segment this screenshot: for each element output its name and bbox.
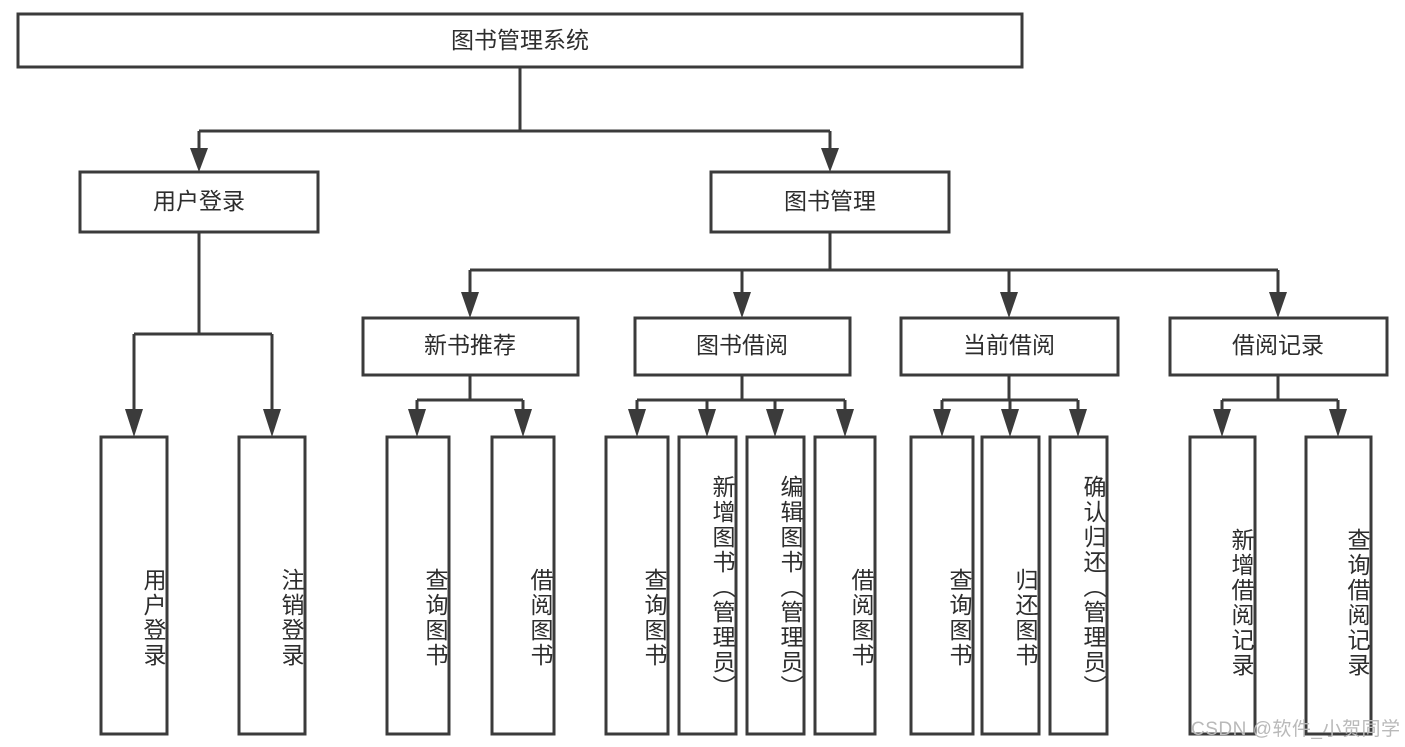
node-new-book-recommend[interactable]: 新书推荐 [361, 316, 580, 377]
node-borrow-record-box[interactable] [1168, 316, 1389, 377]
leaf-box-borrow-record-2[interactable] [1304, 435, 1373, 736]
leaf-box-book-borrow-4[interactable] [813, 435, 877, 736]
leaf-box-current-borrow-1[interactable] [909, 435, 975, 736]
leaf-box-user-login-2[interactable] [237, 435, 307, 736]
node-book-manage-box[interactable] [709, 170, 951, 234]
arrow-head-to-new-book [461, 292, 479, 318]
connector-group-book-borrow [628, 375, 854, 437]
leaf-box-user-login-1[interactable] [99, 435, 169, 736]
connector-group-current-borrow [933, 375, 1087, 437]
node-new-book-recommend-label: 新书推荐 [424, 332, 516, 358]
arrow-head-new-book-leaf-1 [408, 409, 426, 437]
node-root-box[interactable] [16, 12, 1024, 69]
node-book-manage[interactable]: 图书管理 [709, 170, 951, 234]
arrow-head-user-login-leaf-2 [263, 409, 281, 437]
node-book-borrow[interactable]: 图书借阅 [633, 316, 852, 377]
leaf-box-new-book-1[interactable] [385, 435, 451, 736]
arrow-head-to-book-manage [821, 148, 839, 172]
arrow-head-to-borrow-record [1269, 292, 1287, 318]
leaf-box-current-borrow-2[interactable] [980, 435, 1041, 736]
arrow-head-borrow-record-leaf-2 [1329, 409, 1347, 437]
arrow-head-to-book-borrow [733, 292, 751, 318]
node-root-label: 图书管理系统 [451, 27, 589, 53]
arrow-head-new-book-leaf-2 [514, 409, 532, 437]
leaf-box-borrow-record-1[interactable] [1188, 435, 1257, 736]
arrow-head-current-borrow-leaf-2 [1001, 409, 1019, 437]
node-current-borrow-box[interactable] [899, 316, 1120, 377]
leaf-box-book-borrow-2[interactable] [677, 435, 738, 736]
csdn-watermark: CSDN @软件_小贺同学 [1191, 719, 1401, 740]
arrow-head-book-borrow-leaf-4 [836, 409, 854, 437]
arrow-head-to-current-borrow [1000, 292, 1018, 318]
leaf-box-current-borrow-3[interactable] [1048, 435, 1109, 736]
connector-group-borrow-record [1213, 375, 1347, 437]
arrow-head-book-borrow-leaf-2 [698, 409, 716, 437]
arrow-head-current-borrow-leaf-1 [933, 409, 951, 437]
node-book-manage-label: 图书管理 [784, 188, 876, 214]
node-current-borrow-label: 当前借阅 [963, 332, 1055, 358]
connector-group-root [190, 67, 839, 172]
arrow-head-borrow-record-leaf-1 [1213, 409, 1231, 437]
node-user-login-label: 用户登录 [153, 188, 245, 214]
node-new-book-recommend-box[interactable] [361, 316, 580, 377]
node-borrow-record-label: 借阅记录 [1232, 332, 1324, 358]
connector-group-new-book [408, 375, 532, 437]
connector-group-book-manage [461, 232, 1287, 318]
connector-group-user-login [125, 232, 281, 437]
node-user-login[interactable]: 用户登录 [78, 170, 320, 234]
node-book-borrow-label: 图书借阅 [696, 332, 788, 358]
arrow-head-to-user-login [190, 148, 208, 172]
arrow-head-current-borrow-leaf-3 [1069, 409, 1087, 437]
leaf-box-new-book-2[interactable] [490, 435, 556, 736]
node-borrow-record[interactable]: 借阅记录 [1168, 316, 1389, 377]
arrow-head-book-borrow-leaf-1 [628, 409, 646, 437]
arrow-head-user-login-leaf-1 [125, 409, 143, 437]
leaf-box-book-borrow-3[interactable] [745, 435, 806, 736]
node-user-login-box[interactable] [78, 170, 320, 234]
leaf-box-book-borrow-1[interactable] [604, 435, 670, 736]
arrow-head-book-borrow-leaf-3 [766, 409, 784, 437]
node-root[interactable]: 图书管理系统 [16, 12, 1024, 69]
node-book-borrow-box[interactable] [633, 316, 852, 377]
node-current-borrow[interactable]: 当前借阅 [899, 316, 1120, 377]
